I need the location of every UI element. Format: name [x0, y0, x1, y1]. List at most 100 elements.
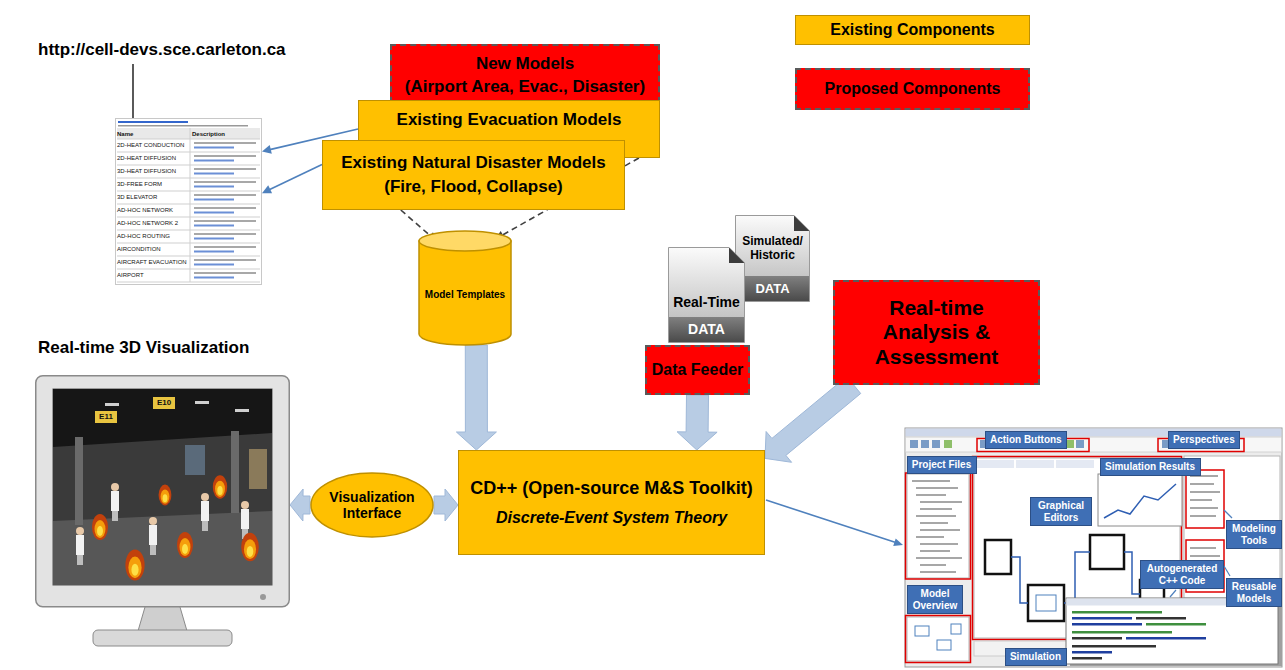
monitor-shape [149, 517, 157, 525]
node-text: Real-Time [673, 294, 740, 311]
table-header: Description [192, 130, 225, 138]
website-screenshot-shape [194, 181, 256, 183]
ide-screenshot [920, 522, 948, 524]
website-screenshot-shape [117, 269, 260, 270]
ide-screenshot [920, 543, 958, 545]
block-arrow [434, 489, 458, 521]
table-cell: 3D-FREE FORM [117, 180, 162, 188]
ide-screenshot [1036, 595, 1056, 611]
leader-line [132, 64, 133, 118]
ide-screenshot [932, 440, 940, 448]
website-screenshot-shape [116, 119, 262, 285]
ide-screenshot [1076, 440, 1084, 448]
ide-screenshot [915, 626, 929, 636]
monitor-shape [244, 539, 256, 559]
callout-label: Modeling Tools [1226, 520, 1282, 549]
ide-screenshot [1224, 566, 1230, 576]
ide-screenshot [1190, 507, 1218, 509]
node-text: Reusable Models [1231, 581, 1277, 604]
block-arrow [677, 395, 717, 450]
ide-screenshot [1072, 637, 1122, 640]
monitor-shape [76, 535, 84, 555]
monitor-shape [260, 594, 266, 600]
website-screenshot-shape [194, 160, 234, 162]
monitor-shape [111, 491, 119, 511]
website-screenshot-shape [118, 121, 188, 123]
monitor-shape [201, 501, 209, 521]
ide-screenshot [1104, 484, 1176, 518]
ide-screenshot [1190, 555, 1220, 557]
ide-screenshot [976, 460, 1014, 468]
monitor-shape [76, 527, 84, 535]
data-document-shape [669, 248, 745, 343]
ide-screenshot [1072, 645, 1156, 648]
callout-label: Simulation Results [1100, 458, 1201, 476]
callout-label: Reusable Models [1226, 578, 1282, 607]
website-screenshot-shape [194, 207, 256, 209]
interface-ellipse-shape [311, 473, 433, 537]
ide-screenshot [1072, 651, 1112, 654]
ide-screenshot [1126, 637, 1206, 640]
monitor: Real-time 3D Visualization [35, 375, 290, 655]
data-document-shape [736, 276, 809, 301]
website-screenshot-shape [117, 204, 260, 205]
ide-screenshot [944, 440, 952, 448]
website-screenshot-shape [117, 152, 260, 153]
monitor-shape [95, 520, 106, 538]
monitor-shape [180, 538, 191, 556]
table-cell: AIRCRAFT EVACUATION [117, 258, 187, 266]
ide-screenshot [907, 474, 969, 578]
connector [262, 145, 272, 154]
ide-screenshot [1090, 535, 1124, 569]
ide-screenshot [907, 617, 969, 661]
website-screenshot-shape [194, 142, 256, 144]
website-screenshot-shape [194, 233, 256, 235]
ide-screenshot [906, 616, 971, 663]
ide-screenshot [1190, 491, 1220, 493]
ide-screenshot [1098, 474, 1182, 526]
legend-swatch: Existing Components [795, 15, 1030, 45]
toolkit-to-ide-arrow [766, 500, 895, 542]
ide-screenshot [910, 440, 918, 448]
monitor-shape [53, 433, 272, 521]
monitor-shape [150, 545, 156, 555]
node-text: New Models [476, 54, 574, 74]
data-document: Real-TimeDATA [668, 247, 745, 343]
monitor-shape [125, 549, 144, 580]
ide-screenshot [920, 564, 946, 566]
ide-screenshot [1136, 617, 1186, 620]
ide-screenshot [1011, 557, 1028, 603]
node-text: Graphical Editors [1035, 500, 1087, 523]
monitor-shape [131, 564, 138, 576]
website-screenshot-shape [117, 128, 260, 139]
monitor-shape [202, 521, 208, 531]
data-document-shape [729, 248, 745, 264]
sign-text: E10 [153, 397, 175, 409]
node-text: Real-time Analysis & Assessment [865, 296, 1008, 368]
monitor-shape [161, 489, 170, 503]
node-text: Simulation [1010, 651, 1061, 663]
block-arrow [456, 345, 496, 450]
table-cell: AD-HOC ROUTING [117, 232, 170, 240]
existing-box: Existing Natural Disaster Models(Fire, F… [322, 140, 625, 210]
node-text: DATA [755, 281, 789, 297]
website-screenshot-shape [117, 165, 260, 166]
block-arrow [456, 345, 496, 450]
connector [262, 185, 272, 193]
block-arrow [434, 489, 458, 521]
callout-label: Graphical Editors [1030, 497, 1092, 526]
callout-label: Project Files [907, 456, 977, 474]
website-screenshot-shape [117, 256, 260, 257]
ide-screenshot [1146, 623, 1206, 626]
node-text: Autogenerated C++ Code [1145, 563, 1219, 586]
callout-label: Autogenerated C++ Code [1140, 560, 1224, 589]
website-screenshot-shape [194, 212, 234, 214]
block-arrow [290, 489, 310, 521]
monitor-shape [231, 431, 239, 513]
heading-text: http://cell-devs.sce.carleton.ca [38, 40, 286, 60]
ide-screenshot [906, 473, 971, 579]
monitor-shape [95, 411, 117, 423]
monitor-shape [177, 532, 193, 558]
website-screenshot-shape [117, 230, 260, 231]
